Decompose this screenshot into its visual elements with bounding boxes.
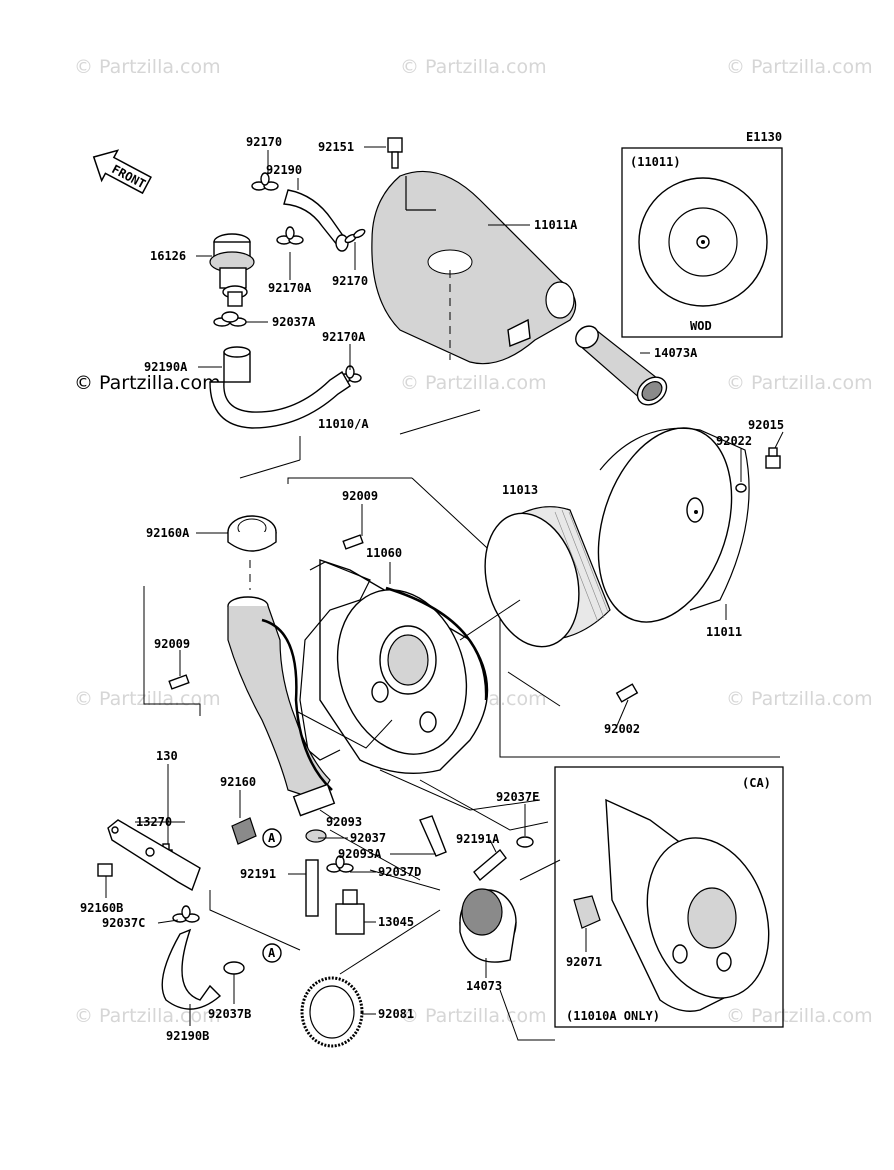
watermark: © Partzilla.com <box>400 56 547 78</box>
bolt-92009 <box>168 534 639 703</box>
element-11013 <box>484 506 611 648</box>
label-92002: 92002 <box>604 722 640 736</box>
label-92037E: 92037E <box>496 790 539 804</box>
intake-duct <box>227 596 336 817</box>
watermark: © Partzilla.com <box>726 372 873 394</box>
housing-11011A <box>371 170 577 365</box>
label-92190: 92190 <box>266 163 302 177</box>
label-92170A: 92170A <box>268 281 312 295</box>
label-92151: 92151 <box>318 140 354 154</box>
label-92093: 92093 <box>326 815 362 829</box>
svg-text:A: A <box>268 831 276 845</box>
watermark: © Partzilla.com <box>74 688 221 710</box>
label-92190B: 92190B <box>166 1029 209 1043</box>
label-92009: 92009 <box>154 637 190 651</box>
watermark: © Partzilla.com <box>726 1005 873 1027</box>
label-16126: 16126 <box>150 249 186 263</box>
tube-14073A <box>575 325 668 406</box>
leader-lines <box>105 146 784 1026</box>
watermark: © Partzilla.com <box>726 56 873 78</box>
label-92037A: 92037A <box>272 315 316 329</box>
label-92081: 92081 <box>378 1007 414 1021</box>
label-92037C: 92037C <box>102 916 145 930</box>
watermark: © Partzilla.com <box>74 1005 221 1027</box>
label-92190A: 92190A <box>144 360 188 374</box>
nut-92015 <box>735 447 781 493</box>
wod-box-caption: WOD <box>690 319 712 333</box>
label-11011A: 11011A <box>534 218 578 232</box>
label-13045: 13045 <box>378 915 414 929</box>
label-92093A: 92093A <box>338 847 382 861</box>
label-92160B: 92160B <box>80 901 123 915</box>
label-14073A: 14073A <box>654 346 698 360</box>
diagram-code: E1130 <box>746 130 782 144</box>
label-13270: 13270 <box>136 815 172 829</box>
backing-plate-11060 <box>299 559 489 774</box>
tube-14073 <box>459 888 517 963</box>
label-14073: 14073 <box>466 979 502 993</box>
top-left-parts <box>209 137 403 429</box>
ca-box-caption: (11010A ONLY) <box>566 1009 660 1023</box>
label-92022: 92022 <box>716 434 752 448</box>
label-92170A: 92170A <box>322 330 366 344</box>
watermark: © Partzilla.com <box>726 688 873 710</box>
watermark: © Partzilla.com <box>74 372 221 394</box>
label-92037D: 92037D <box>378 865 421 879</box>
label-92160: 92160 <box>220 775 256 789</box>
bracket-outline <box>143 436 780 758</box>
label-92191: 92191 <box>240 867 276 881</box>
label-92160A: 92160A <box>146 526 190 540</box>
label-92009: 92009 <box>342 489 378 503</box>
callout-a: A A <box>262 828 282 963</box>
cover-11011 <box>597 427 750 623</box>
wod-detail-box: (11011) WOD <box>621 147 783 338</box>
front-arrow-icon: FRONT <box>92 149 152 195</box>
ca-detail-box: (CA) (11010A ONLY) <box>554 766 784 1028</box>
ca-box-title: (CA) <box>742 776 771 790</box>
label-92015: 92015 <box>748 418 784 432</box>
center-lines <box>209 270 561 1041</box>
label-92037B: 92037B <box>208 1007 251 1021</box>
label-92037: 92037 <box>350 831 386 845</box>
seal-92160A <box>227 515 277 552</box>
svg-text:A: A <box>268 946 276 960</box>
label-92170: 92170 <box>332 274 368 288</box>
wod-box-title: (11011) <box>630 155 681 169</box>
watermark: © Partzilla.com <box>400 372 547 394</box>
label-92071: 92071 <box>566 955 602 969</box>
label-11011: 11011 <box>706 625 742 639</box>
label-92170: 92170 <box>246 135 282 149</box>
watermark: © Partzilla.com <box>400 1005 547 1027</box>
clamp-92170 <box>251 172 279 191</box>
label-92191A: 92191A <box>456 832 500 846</box>
seal-92081 <box>300 976 364 1048</box>
label-130: 130 <box>156 749 178 763</box>
lower-left-hardware <box>97 815 534 1010</box>
watermark: © Partzilla.com <box>74 56 221 78</box>
label-11013: 11013 <box>502 483 538 497</box>
label-11060: 11060 <box>366 546 402 560</box>
label-11010A: 11010/A <box>318 417 369 431</box>
part-labels: 92170 92151 92190 11011A 16126 92170A 92… <box>80 135 784 1043</box>
